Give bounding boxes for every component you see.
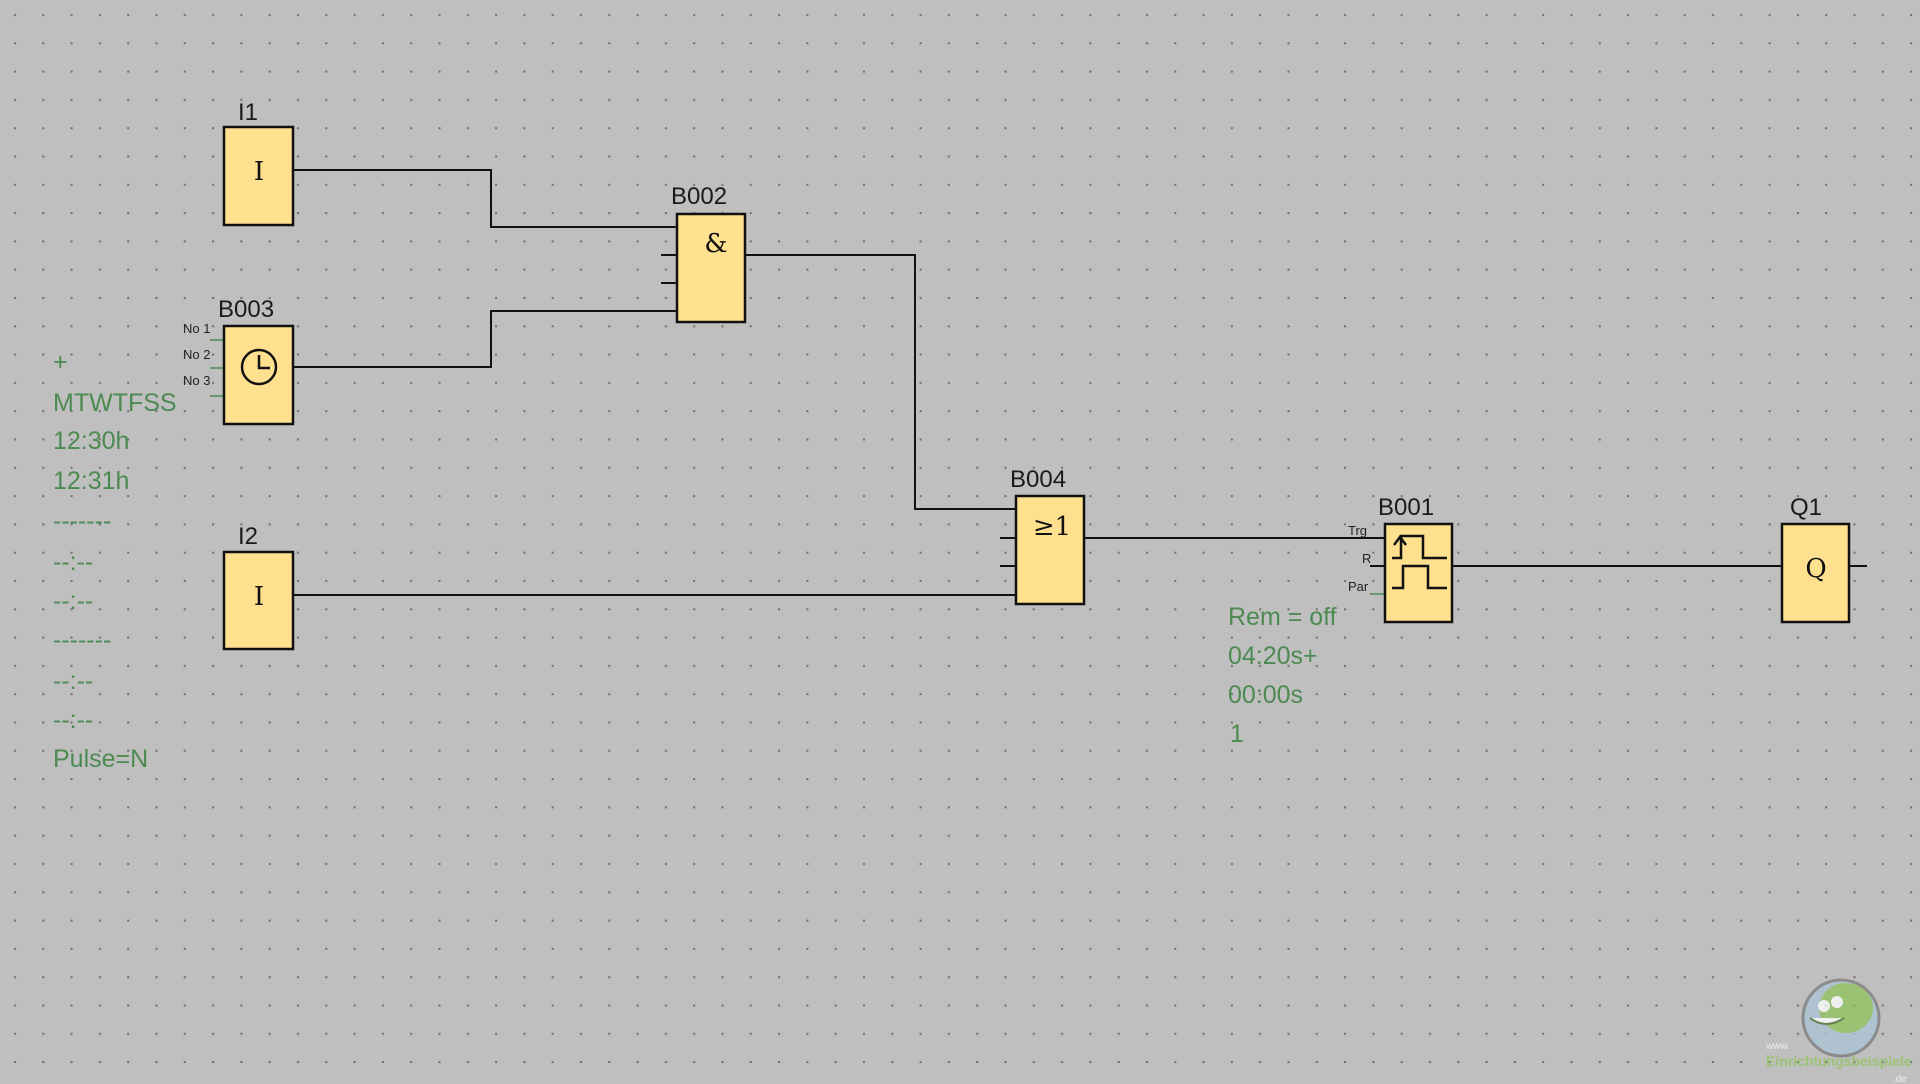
pin-label: R — [1362, 551, 1371, 566]
block-i2[interactable]: I2 I — [222, 523, 295, 651]
param-line: 1 — [1230, 720, 1244, 748]
clock-icon — [240, 348, 278, 386]
param-line: --:-- — [53, 548, 93, 576]
param-line: Pulse=N — [53, 745, 148, 773]
wire-b002-b004[interactable] — [745, 254, 1016, 510]
param-line: 04:20s+ — [1228, 642, 1318, 670]
block-label: B004 — [1010, 466, 1066, 493]
b001-input-stubs — [1370, 565, 1385, 595]
b002-input-stubs — [661, 254, 677, 284]
and-symbol: & — [704, 229, 727, 259]
block-label: B001 — [1378, 494, 1434, 521]
param-line: --:-- — [53, 667, 93, 695]
block-label: I1 — [238, 99, 258, 126]
block-b001-pulse-timer[interactable]: B001 Trg R Par — [1348, 494, 1454, 624]
svg-text:.de: .de — [1893, 1074, 1907, 1084]
watermark-logo: www. Einrichtungsbeispiele .de — [1765, 978, 1912, 1084]
block-label: I2 — [238, 523, 258, 550]
pulse-waveform-icon — [1392, 534, 1447, 590]
param-line: 00:00s — [1228, 681, 1303, 709]
param-line: 12:30h — [53, 427, 129, 455]
wire-i1-b002[interactable] — [293, 169, 677, 228]
input-symbol: I — [254, 157, 264, 187]
b001-parameters: Rem = off 04:20s+ 00:00s 1 — [1228, 603, 1337, 748]
block-b002-and[interactable]: B002 & — [671, 183, 747, 324]
pin-label: Trg — [1348, 523, 1367, 538]
param-line: + — [53, 348, 68, 376]
pin-label: No 3 — [183, 373, 210, 388]
param-line: --:-- — [53, 706, 93, 734]
pin-label: Par — [1348, 579, 1369, 594]
or-symbol: ≥1 — [1033, 512, 1071, 542]
param-line: 12:31h — [53, 467, 129, 495]
pin-label: No 2 — [183, 347, 210, 362]
svg-text:www.: www. — [1765, 1041, 1790, 1052]
block-i1[interactable]: I1 I — [222, 99, 295, 227]
output-symbol: Q — [1805, 554, 1826, 584]
param-line: --:-- — [53, 587, 93, 615]
b003-input-stubs — [210, 339, 224, 397]
param-line: ------- — [53, 507, 111, 535]
block-b003-weekly-timer[interactable]: B003 No 1 No 2 No 3 — [183, 296, 295, 426]
block-q1-output[interactable]: Q1 Q — [1780, 494, 1851, 624]
pin-label: No 1 — [183, 321, 210, 336]
b004-input-stubs — [1000, 537, 1016, 567]
block-label: B002 — [671, 183, 727, 210]
wire-b003-b002[interactable] — [293, 310, 677, 368]
block-label: Q1 — [1790, 494, 1822, 521]
b003-parameters: + MTWTFSS 12:30h 12:31h ------- --:-- --… — [53, 348, 177, 773]
param-line: MTWTFSS — [53, 389, 177, 417]
block-label: B003 — [218, 296, 274, 323]
wires — [210, 169, 1867, 596]
block-b004-or[interactable]: B004 ≥1 — [1010, 466, 1086, 606]
svg-text:Einrichtungsbeispiele: Einrichtungsbeispiele — [1766, 1053, 1912, 1069]
param-line: Rem = off — [1228, 603, 1337, 631]
param-line: ------- — [53, 626, 111, 654]
input-symbol: I — [254, 582, 264, 612]
